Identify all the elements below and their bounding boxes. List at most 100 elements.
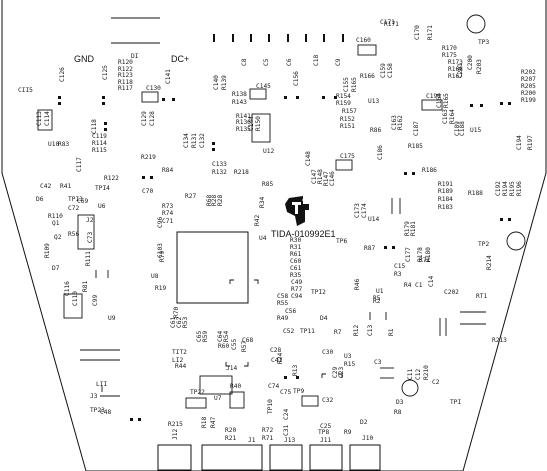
designator-label: R219 [141,154,156,161]
designator-label: R117 [118,85,133,92]
designator-label: R123 [118,72,133,79]
designator-label: R56 [68,231,79,238]
u10-box [37,109,53,131]
designator-label: U8 [151,273,159,280]
designator-label: C56 [285,308,296,315]
designator-label: TP10 [267,399,274,414]
designator-label: TPI4 [95,185,110,192]
designator-label: C69 [77,198,88,205]
designator-label: TP23 [90,407,105,414]
designator-label: C52 [283,328,294,335]
designator-label: R132 [212,169,227,176]
designator-label: C186 [377,145,384,160]
designator-label: C119 [92,133,107,140]
designator-label: R122 [118,66,133,73]
designator-label: C145 [256,83,271,90]
designator-label: C49 [291,279,302,286]
designator-label: R114 [92,140,107,147]
connector-j13 [269,444,303,471]
designator-label: TP11 [300,328,315,335]
designator-label: U14 [368,216,379,223]
designator-label: R214 [486,255,493,270]
designator-label: TPI [450,399,461,406]
designator-label: TP2 [478,241,489,248]
designator-label: R180 [425,247,432,262]
designator-label: R199 [521,97,536,104]
designator-label: C164 [436,93,443,108]
designator-label: C170 [414,25,421,40]
c160-box [357,44,377,56]
designator-label: C3 [374,359,382,366]
designator-label: C64 [217,331,224,342]
designator-label: C163 [391,115,398,130]
designator-label: R61 [290,251,301,258]
designator-label: TIT2 [172,349,187,356]
designator-label: R84 [162,167,173,174]
designator-label: C28 [270,347,281,354]
designator-label: C13 [367,325,374,336]
designator-label: R213 [492,337,507,344]
designator-label: J10 [362,435,373,442]
designator-label: R72 [262,427,273,434]
ti-logo-icon [285,196,309,226]
designator-label: C1 [415,282,423,289]
designator-label: C30 [322,349,333,356]
designator-label: R210 [423,365,430,380]
designator-label: C23 [338,367,345,378]
designator-label: C71 [162,218,173,225]
designator-label: R171 [427,25,434,40]
tp3-circle [466,14,486,34]
designator-label: TP6 [336,238,347,245]
designator-label: C141 [165,69,172,84]
designator-label: R13 [292,365,299,376]
designator-label: R197 [527,135,534,150]
designator-label: C18 [313,55,320,66]
designator-label: J2 [86,217,94,224]
designator-label: Q1 [52,220,60,227]
designator-label: J11 [320,437,331,444]
designator-label: CII5 [18,87,33,94]
designator-label: C31 [283,425,290,436]
connector-j11 [309,444,343,471]
designator-label: R2 [373,298,381,305]
designator-label: R151 [340,123,355,130]
designator-label: R170 [442,45,457,52]
tp3-label: TP3 [478,39,489,46]
tp2-circle [506,231,526,251]
designator-label: U15 [470,127,481,134]
designator-label: C9 [335,58,342,66]
designator-label: D7 [52,265,60,272]
designator-label: C74 [268,383,279,390]
c190-box [421,99,443,111]
designator-label: R175 [442,52,457,59]
designator-label: C177 [405,247,412,262]
designator-label: C96 [157,217,164,228]
designator-label: R147 [323,171,330,186]
di-label: DI [131,53,139,60]
designator-label: R44 [175,363,186,370]
designator-label: R165 [351,77,358,92]
designator-label: R77 [291,286,302,293]
designator-label: C200 [467,55,474,70]
designator-label: R12 [353,325,360,336]
designator-label: C70 [142,188,153,195]
c175-box [335,159,353,171]
designator-label: R152 [340,116,355,123]
designator-label: C48 [100,409,111,416]
designator-label: R27 [185,193,196,200]
designator-label: R46 [354,279,361,290]
designator-label: TPI2 [311,289,326,296]
designator-label: R139 [221,75,228,90]
designator-label: R202 [521,69,536,76]
designator-label: C155 [343,77,350,92]
designator-label: C11 [407,369,414,380]
designator-label: R166 [360,73,375,80]
designator-label: C146 [329,171,336,186]
designator-label: R189 [438,188,453,195]
designator-label: C41 [271,357,282,364]
designator-label: R60 [218,343,229,350]
designator-label: C73 [87,232,94,243]
